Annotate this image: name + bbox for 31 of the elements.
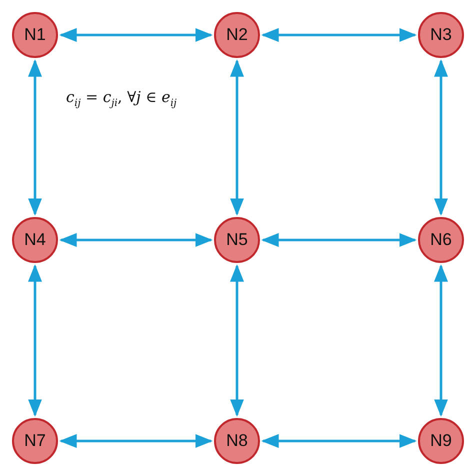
node-label: N8 [226, 431, 248, 451]
double-arrow [261, 233, 417, 247]
node-circle [214, 217, 260, 263]
double-arrow [28, 59, 42, 216]
node-circle [12, 217, 58, 263]
node-label: N9 [430, 431, 452, 451]
double-arrow [28, 264, 42, 417]
node-circle [214, 12, 260, 58]
node-circle [418, 12, 464, 58]
node-label: N4 [24, 230, 46, 250]
node-circle [214, 418, 260, 464]
double-arrow [59, 434, 213, 448]
node-label: N7 [24, 431, 46, 451]
node-circle [12, 418, 58, 464]
node-circle [418, 217, 464, 263]
equation: c$_{ij}$ = c$_{ji}$, ∀j ∈ e$_{ij}$ [66, 88, 177, 109]
node-circle [418, 418, 464, 464]
double-arrow [261, 434, 417, 448]
node-label: N6 [430, 230, 452, 250]
node-label: N2 [226, 25, 248, 45]
node-label: N5 [226, 230, 248, 250]
node-label: N3 [430, 25, 452, 45]
node-circle [12, 12, 58, 58]
double-arrow [230, 59, 244, 216]
double-arrow [261, 28, 417, 42]
double-arrow [230, 264, 244, 417]
node-label: N1 [24, 25, 46, 45]
double-arrow [434, 264, 448, 417]
double-arrow [59, 28, 213, 42]
double-arrow [434, 59, 448, 216]
double-arrow [59, 233, 213, 247]
